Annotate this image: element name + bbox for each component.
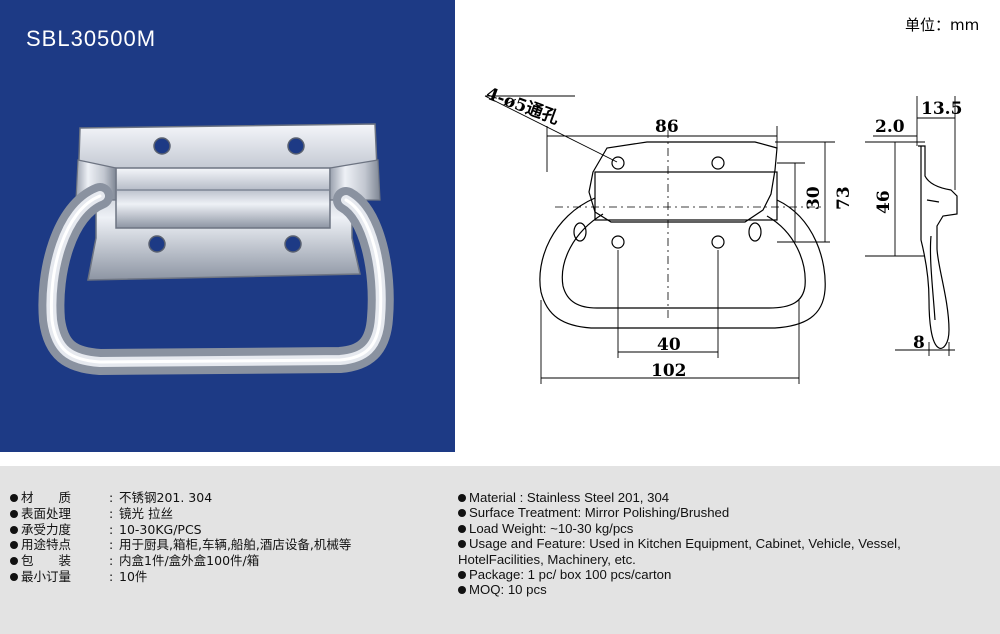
bullet-icon: [10, 509, 18, 518]
spec-row-moq-cn: 最小订量:10件: [10, 569, 440, 585]
spec-list-chinese: 材 质:不锈钢201. 304 表面处理:镜光 拉丝 承受力度:10-30KG/…: [10, 490, 440, 585]
spec-row-surface-cn: 表面处理:镜光 拉丝: [10, 506, 440, 522]
handle-photo: [38, 123, 394, 376]
bullet-icon: [458, 540, 466, 549]
center-lines: [555, 130, 825, 320]
spec-row-package-en: Package: 1 pc/ box 100 pcs/carton: [458, 567, 978, 582]
hole-note: 4-ø5通孔: [483, 84, 561, 129]
spec-row-usage-cn: 用途特点:用于厨具,箱柜,车辆,船舶,酒店设备,机械等: [10, 537, 440, 553]
dim-102: 102: [651, 361, 687, 381]
bullet-icon: [458, 494, 466, 502]
bullet-icon: [458, 571, 466, 580]
dim-40: 40: [657, 335, 681, 355]
spec-row-surface-en: Surface Treatment: Mirror Polishing/Brus…: [458, 505, 978, 520]
spec-panel: 材 质:不锈钢201. 304 表面处理:镜光 拉丝 承受力度:10-30KG/…: [0, 466, 1000, 634]
bullet-icon: [10, 557, 18, 566]
dim-46: 46: [874, 190, 894, 214]
spec-row-load-cn: 承受力度:10-30KG/PCS: [10, 522, 440, 538]
bullet-icon: [458, 586, 466, 595]
spec-list-english: Material : Stainless Steel 201, 304 Surf…: [458, 490, 978, 598]
dim-2-0: 2.0: [875, 117, 905, 137]
dim-30: 30: [804, 186, 824, 210]
bullet-icon: [10, 494, 18, 502]
spec-row-material-cn: 材 质:不锈钢201. 304: [10, 490, 440, 506]
spec-row-material-en: Material : Stainless Steel 201, 304: [458, 490, 978, 505]
spec-row-load-en: Load Weight: ~10-30 kg/pcs: [458, 521, 978, 536]
front-view: [539, 141, 826, 329]
bullet-icon: [10, 525, 18, 534]
dim-73: 73: [834, 186, 854, 210]
bullet-icon: [10, 541, 18, 550]
spec-row-usage-en: Usage and Feature: Used in Kitchen Equip…: [458, 536, 901, 567]
product-photo-panel: SBL30500M: [0, 0, 455, 452]
side-dimension-lines: [865, 96, 956, 356]
bullet-icon: [10, 572, 18, 581]
bullet-icon: [458, 509, 466, 518]
spec-row-package-cn: 包 装:内盒1件/盒外盒100件/箱: [10, 553, 440, 569]
dim-13-5: 13.5: [921, 99, 962, 119]
dim-8: 8: [913, 333, 925, 353]
technical-drawing: 4-ø5通孔 86 30 73 40 102 13.5 2.0 46 8: [483, 84, 962, 384]
bullet-icon: [458, 524, 466, 533]
dim-86: 86: [655, 117, 679, 137]
spec-row-moq-en: MOQ: 10 pcs: [458, 582, 978, 597]
side-view: [918, 145, 958, 349]
model-code: SBL30500M: [26, 26, 157, 51]
unit-label: 单位：mm: [905, 16, 980, 34]
dimension-lines: [484, 95, 835, 384]
